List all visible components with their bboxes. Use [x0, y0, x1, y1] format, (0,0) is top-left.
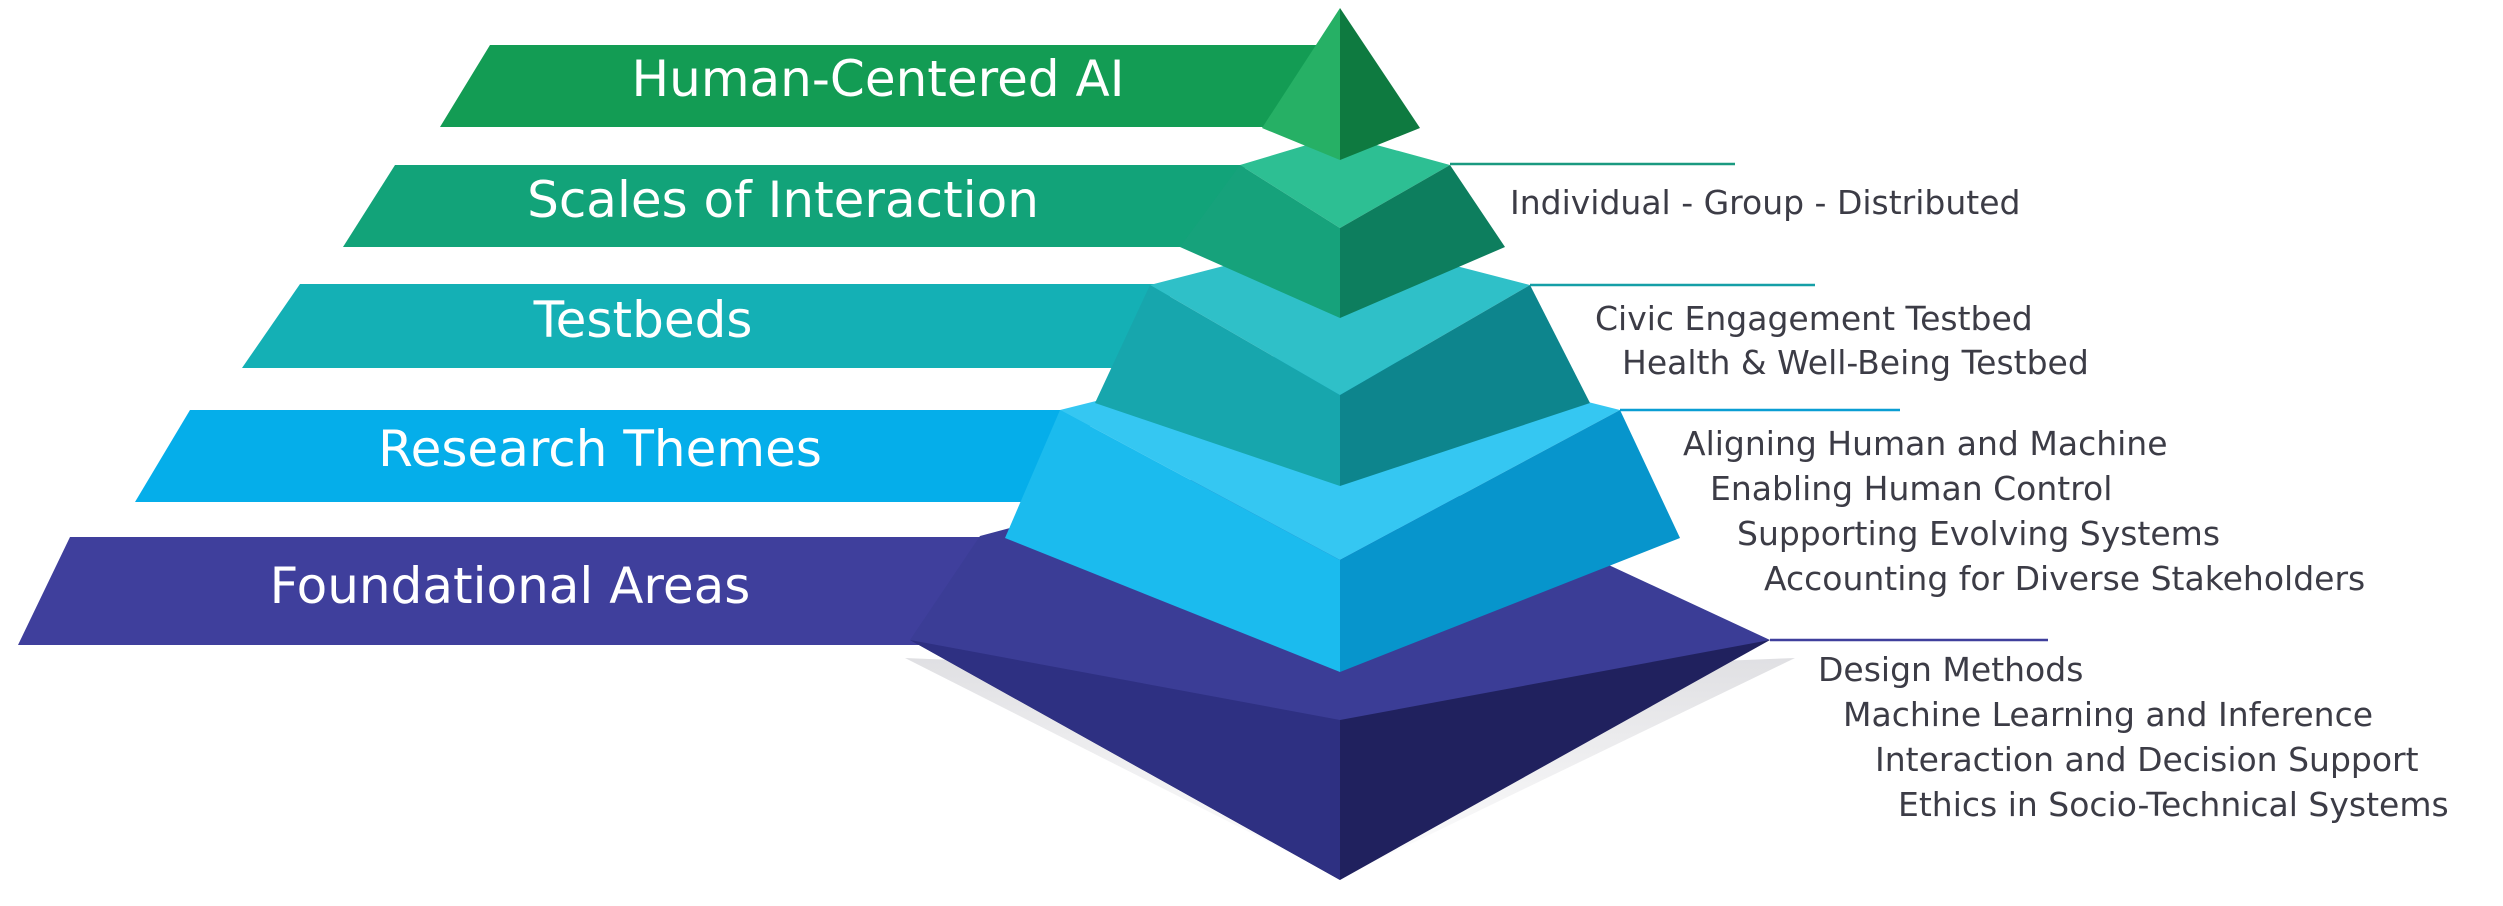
- detail-testbeds-1: Civic Engagement Testbed: [1595, 299, 2033, 338]
- pyramid-tier-1: [1262, 8, 1420, 160]
- detail-scales-1: Individual - Group - Distributed: [1510, 183, 2021, 222]
- tier-label-4: Research Themes: [378, 420, 822, 478]
- detail-foundational-2: Machine Learning and Inference: [1843, 695, 2374, 734]
- tier-label-1: Human-Centered AI: [632, 50, 1125, 108]
- tier-banner-3: Testbeds: [242, 284, 1170, 368]
- detail-foundational-3: Interaction and Decision Support: [1875, 740, 2419, 779]
- tier-label-2: Scales of Interaction: [527, 171, 1039, 229]
- tier-banner-2: Scales of Interaction: [343, 165, 1245, 247]
- detail-foundational-4: Ethics in Socio-Technical Systems: [1898, 785, 2449, 824]
- tier-banner-5: Foundational Areas: [18, 537, 1000, 645]
- detail-themes-2: Enabling Human Control: [1710, 469, 2113, 508]
- leader-lines: [1450, 162, 2048, 642]
- tier-banner-4: Research Themes: [135, 410, 1090, 502]
- detail-themes-4: Accounting for Diverse Stakeholders: [1764, 559, 2366, 598]
- tier-label-5: Foundational Areas: [270, 557, 751, 615]
- pyramid-tier-2: [1180, 135, 1505, 318]
- detail-themes-3: Supporting Evolving Systems: [1737, 514, 2221, 553]
- detail-themes-1: Aligning Human and Machine: [1683, 424, 2168, 463]
- detail-foundational-1: Design Methods: [1818, 650, 2084, 689]
- detail-testbeds-2: Health & Well-Being Testbed: [1622, 343, 2089, 382]
- tier-banner-1: Human-Centered AI: [440, 45, 1340, 127]
- tier-label-3: Testbeds: [533, 291, 753, 349]
